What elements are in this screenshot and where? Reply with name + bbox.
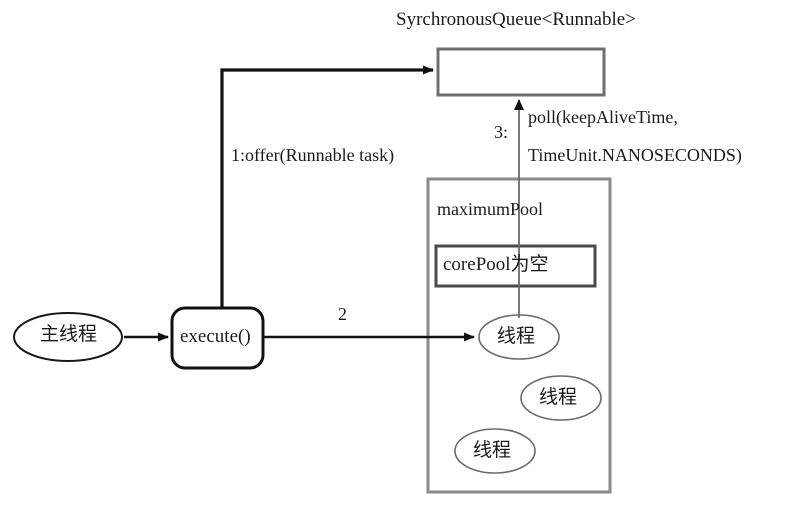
queue-title: SyrchronousQueue<Runnable> bbox=[396, 9, 636, 30]
poll-label-line2: TimeUnit.NANOSECONDS) bbox=[528, 145, 742, 165]
main-thread-ellipse bbox=[13, 312, 123, 362]
thread-ellipse-3 bbox=[454, 428, 536, 474]
thread-label-3: 线程 bbox=[473, 440, 512, 461]
thread-label-1: 线程 bbox=[497, 326, 536, 347]
step-3-label: 3: bbox=[494, 122, 509, 142]
core-pool-box bbox=[434, 244, 597, 288]
poll-label-line1: poll(keepAliveTime, bbox=[528, 107, 678, 127]
step-2-label: 2 bbox=[338, 304, 347, 324]
main-thread-label: 主线程 bbox=[40, 324, 98, 345]
maximum-pool-label: maximumPool bbox=[437, 199, 544, 219]
thread-ellipse-2 bbox=[520, 375, 602, 421]
execute-node-label: execute() bbox=[180, 326, 251, 347]
offer-label: 1:offer(Runnable task) bbox=[231, 145, 395, 165]
arrow-offer-to-queue bbox=[220, 65, 434, 308]
thread-label-2: 线程 bbox=[539, 387, 578, 408]
synchronous-queue-box bbox=[436, 47, 606, 97]
core-pool-label: corePool为空 bbox=[443, 254, 549, 275]
